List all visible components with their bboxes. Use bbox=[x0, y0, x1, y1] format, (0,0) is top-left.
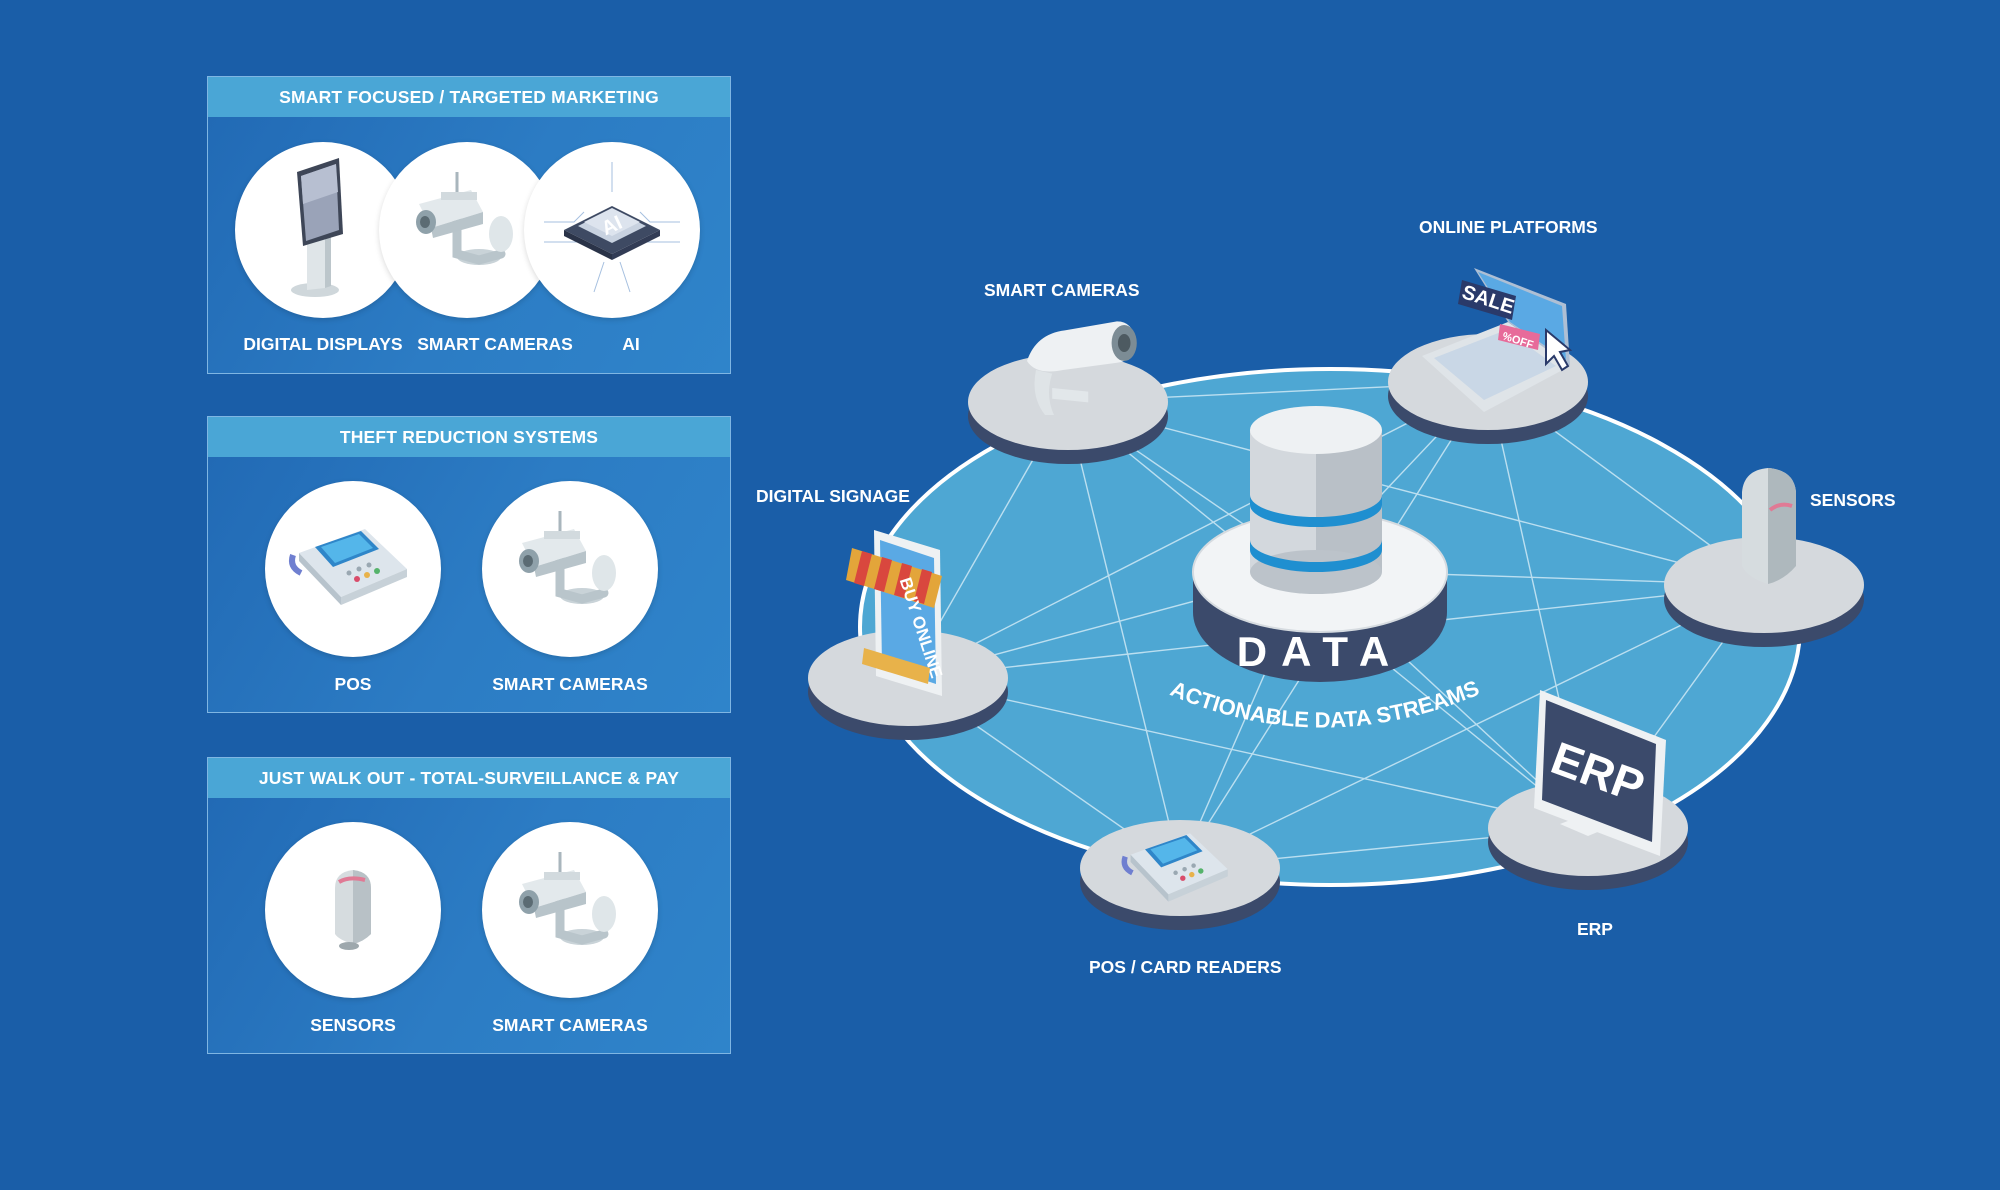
node-pos-card-readers bbox=[1080, 820, 1280, 930]
label-erp: ERP bbox=[1577, 919, 1613, 939]
erp-monitor-icon: ERP bbox=[1534, 690, 1666, 856]
signage-kiosk-icon: BUY ONLINE bbox=[846, 530, 946, 696]
smart-camera-icon bbox=[1027, 321, 1137, 415]
sensor-icon bbox=[1742, 468, 1796, 584]
caption-sensors: SENSORS bbox=[310, 1015, 396, 1035]
label-pos-card-readers: POS / CARD READERS bbox=[1089, 957, 1282, 977]
label-digital-signage: DIGITAL SIGNAGE bbox=[756, 486, 910, 506]
smart-camera-icon bbox=[482, 822, 658, 998]
caption-digital-displays: DIGITAL DISPLAYS bbox=[243, 334, 403, 354]
node-online-platforms: SALE %OFF bbox=[1388, 268, 1588, 444]
ai-chip-icon: AI bbox=[524, 142, 700, 318]
node-erp: ERP bbox=[1488, 690, 1688, 890]
caption-smart-cameras: SMART CAMERAS bbox=[492, 1015, 648, 1035]
smart-camera-icon bbox=[482, 481, 658, 657]
panel-just-walk-out: JUST WALK OUT - TOTAL-SURVEILLANCE & PAY… bbox=[207, 757, 731, 1054]
label-online-platforms: ONLINE PLATFORMS bbox=[1419, 217, 1598, 237]
caption-pos: POS bbox=[334, 674, 372, 694]
panel-targeted-marketing: SMART FOCUSED / TARGETED MARKETING AI DI… bbox=[207, 76, 731, 374]
hub-label: DATA bbox=[1237, 628, 1403, 675]
panel-title: SMART FOCUSED / TARGETED MARKETING bbox=[208, 77, 730, 117]
label-sensors: SENSORS bbox=[1810, 490, 1896, 510]
node-smart-cameras bbox=[968, 321, 1168, 464]
panel-theft-reduction: THEFT REDUCTION SYSTEMS POS SMART CAMERA… bbox=[207, 416, 731, 713]
panel-title: JUST WALK OUT - TOTAL-SURVEILLANCE & PAY bbox=[208, 758, 730, 798]
pos-terminal-icon bbox=[265, 481, 441, 657]
sensor-icon bbox=[265, 822, 441, 998]
panel-title: THEFT REDUCTION SYSTEMS bbox=[208, 417, 730, 457]
node-sensors bbox=[1664, 468, 1864, 647]
node-digital-signage: BUY ONLINE bbox=[808, 530, 1008, 740]
caption-smart-cameras: SMART CAMERAS bbox=[417, 334, 573, 354]
data-hub: DATA bbox=[1192, 406, 1448, 682]
caption-smart-cameras: SMART CAMERAS bbox=[492, 674, 648, 694]
label-smart-cameras: SMART CAMERAS bbox=[984, 280, 1140, 300]
caption-ai: AI bbox=[622, 334, 640, 354]
